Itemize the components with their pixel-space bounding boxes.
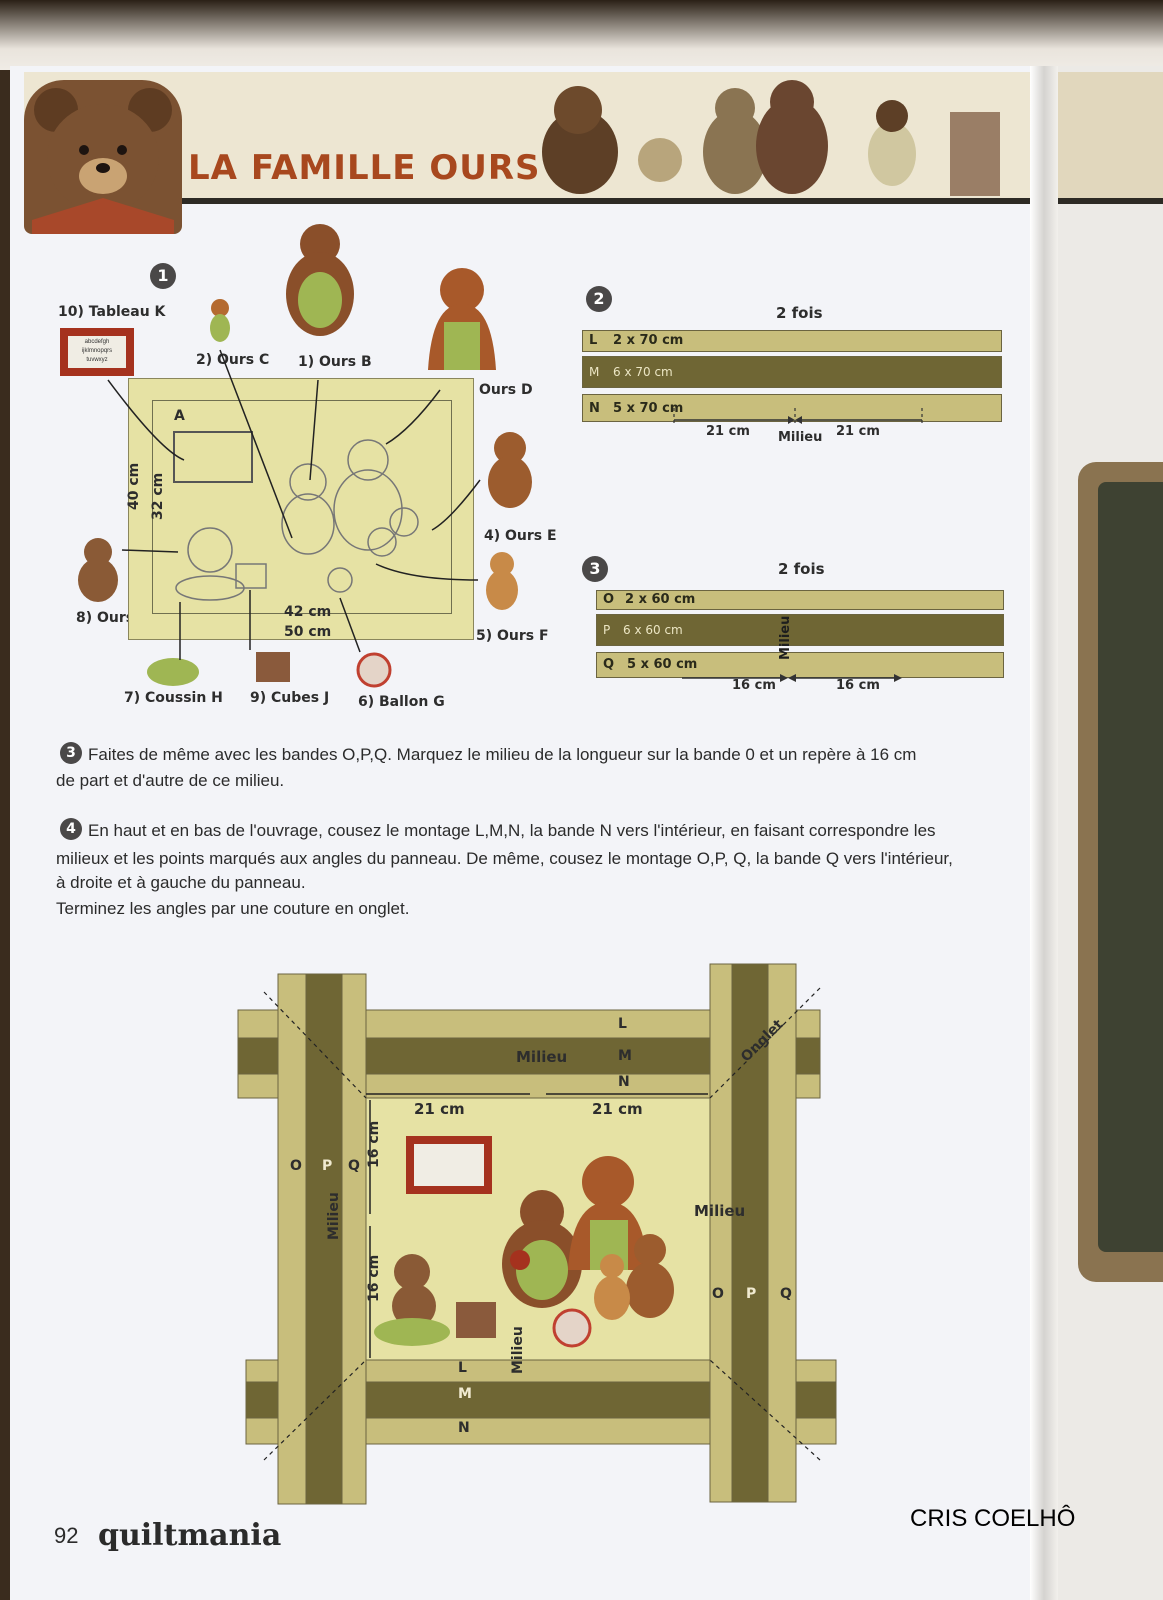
step-1-badge: 1	[150, 263, 176, 289]
strip-q: Q 5 x 60 cm	[596, 652, 1004, 678]
left-strip-q: Q	[348, 1158, 360, 1174]
para-4-line-1: En haut et en bas de l'ouvrage, cousez l…	[88, 821, 936, 840]
inner-panel-outline	[152, 400, 452, 614]
dim-outer-width: 50 cm	[284, 624, 332, 640]
para-4-line-3: à droite et à gauche du panneau.	[56, 873, 306, 892]
strip-m: M 6 x 70 cm	[582, 356, 1002, 388]
strip-m-size: 6 x 70 cm	[613, 365, 673, 379]
strip-n-size: 5 x 70 cm	[613, 401, 684, 416]
step-2-badge: 2	[586, 286, 612, 312]
right-strip-q: Q	[780, 1286, 792, 1302]
para-3-line-1: Faites de même avec les bandes O,P,Q. Ma…	[88, 745, 917, 764]
panel-label-a: A	[174, 408, 185, 424]
strip-q-letter: Q	[603, 657, 615, 672]
bottom-strip-n: N	[458, 1420, 470, 1436]
left-milieu: Milieu	[326, 1192, 342, 1240]
step-3-milieu: Milieu	[778, 615, 793, 660]
page-top-shadow	[0, 0, 1163, 70]
top-strip-n: N	[618, 1074, 630, 1090]
label-cubes-j: 9) Cubes J	[250, 690, 330, 706]
top-left-measure: 21 cm	[414, 1100, 465, 1118]
bear-family-banner-image	[542, 80, 1000, 196]
strip-p-size: 6 x 60 cm	[623, 623, 683, 637]
para-4-badge: 4	[60, 818, 82, 840]
strip-o-size: 2 x 60 cm	[625, 592, 696, 607]
label-coussin-h: 7) Coussin H	[124, 690, 223, 706]
bear-portrait-image	[24, 80, 182, 234]
label-ours-i: 8) Ours I	[76, 610, 145, 626]
right-strip-p: P	[746, 1286, 757, 1302]
header-rule	[24, 198, 1030, 204]
strip-n-letter: N	[589, 401, 600, 416]
label-ours-e: 4) Ours E	[484, 528, 557, 544]
label-tableau-k: 10) Tableau K	[58, 304, 166, 320]
label-ballon-g: 6) Ballon G	[358, 694, 445, 710]
strip-m-letter: M	[589, 365, 600, 379]
step-3-measure-arrows	[682, 674, 902, 682]
page-gutter	[1030, 66, 1058, 1600]
page-number: 92	[54, 1523, 79, 1548]
top-strip-l: L	[618, 1016, 627, 1032]
tableau-text-line: tuvwxyz	[86, 357, 108, 363]
tableau-text-line: ijklmnopqrs	[81, 348, 113, 354]
strip-q-size: 5 x 60 cm	[627, 657, 698, 672]
strip-l-letter: L	[589, 333, 598, 348]
bottom-strip-l: L	[458, 1360, 467, 1376]
step-3-left-measure: 16 cm	[732, 678, 776, 693]
top-right-measure: 21 cm	[592, 1100, 643, 1118]
quilt-photo-center	[1098, 482, 1163, 1252]
left-strip-o: O	[290, 1158, 302, 1174]
header-banner	[24, 72, 1030, 204]
step-2-repeat: 2 fois	[776, 304, 823, 322]
step-3-right-measure: 16 cm	[836, 678, 880, 693]
step-1-illustration	[78, 224, 532, 688]
tableau-text-line: abcdefgh	[84, 339, 110, 345]
top-strip-m: M	[618, 1048, 632, 1064]
right-milieu: Milieu	[694, 1202, 746, 1220]
left-strip-p: P	[322, 1158, 333, 1174]
dim-inner-width: 42 cm	[284, 604, 332, 620]
tableau-k-canvas: abcdefgh ijklmnopqrs tuvwxyz	[68, 336, 126, 368]
vertical-measure-top: 16 cm	[366, 1120, 382, 1168]
right-strip-o: O	[712, 1286, 724, 1302]
label-ours-f: 5) Ours F	[476, 628, 549, 644]
step-2-right-measure: 21 cm	[836, 424, 880, 439]
para-3-badge: 3	[60, 742, 82, 764]
strip-n: N 5 x 70 cm	[582, 394, 1002, 422]
vertical-measure-bottom: 16 cm	[366, 1254, 382, 1302]
top-milieu: Milieu	[516, 1048, 568, 1066]
step-2-milieu: Milieu	[778, 430, 823, 445]
strip-o-letter: O	[603, 592, 615, 607]
step-2-measure-arrows	[673, 408, 923, 426]
credit-watermark: CRIS COELHÔ	[910, 1505, 1076, 1532]
label-ours-b: 1) Ours B	[298, 354, 372, 370]
header-banner-facing	[1058, 72, 1163, 204]
label-ours-c: 2) Ours C	[196, 352, 270, 368]
strip-l-size: 2 x 70 cm	[613, 333, 684, 348]
strip-o: O 2 x 60 cm	[596, 590, 1004, 610]
step-3-badge: 3	[582, 556, 608, 582]
page-title: LA FAMILLE OURS	[188, 148, 541, 188]
para-4-line-4: Terminez les angles par une couture en o…	[56, 899, 410, 918]
header-rule-facing	[1058, 198, 1163, 204]
para-4-line-2: milieux et les points marqués aux angles…	[56, 849, 953, 868]
para-3-line-2: de part et d'autre de ce milieu.	[56, 771, 285, 790]
assembly-diagram	[237, 963, 837, 1505]
bottom-milieu: Milieu	[510, 1326, 526, 1374]
strip-p: P 6 x 60 cm	[596, 614, 1004, 646]
strip-p-letter: P	[603, 623, 611, 637]
magazine-logo: quiltmania	[98, 1518, 282, 1553]
strip-l: L 2 x 70 cm	[582, 330, 1002, 352]
bottom-strip-m: M	[458, 1386, 472, 1402]
step-2-left-measure: 21 cm	[706, 424, 750, 439]
step-3-repeat: 2 fois	[778, 560, 825, 578]
label-ours-d: 3) Ours D	[458, 382, 533, 398]
